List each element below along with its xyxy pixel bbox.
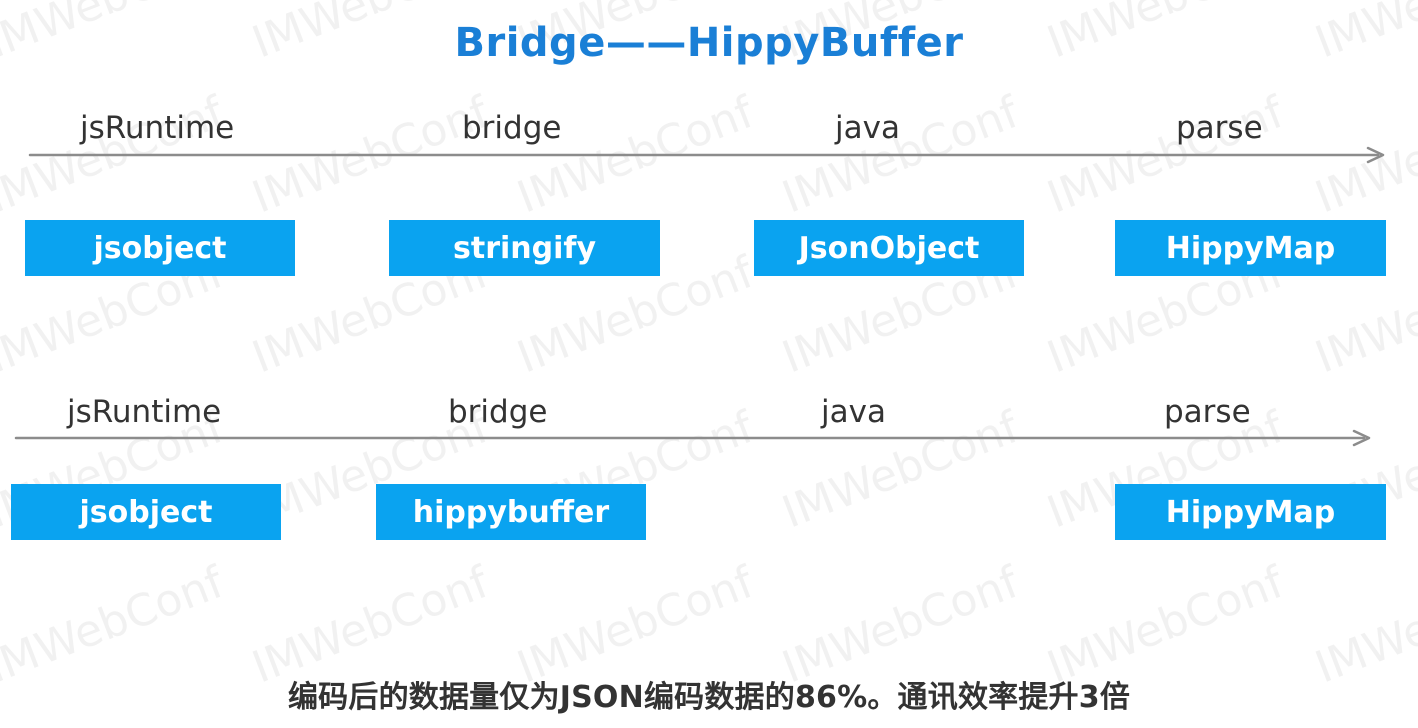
row2-stage-parse-label: parse — [1164, 394, 1251, 430]
row2-hippybuffer-box: hippybuffer — [376, 484, 646, 540]
row2-hippymap-box: HippyMap — [1115, 484, 1386, 540]
row2-jsobject-box: jsobject — [11, 484, 281, 540]
row1-stage-jsruntime-label: jsRuntime — [80, 110, 235, 146]
row1-stage-parse-label: parse — [1176, 110, 1263, 146]
row1-hippymap-box: HippyMap — [1115, 220, 1386, 276]
row1-stage-java-label: java — [835, 110, 900, 146]
row2-stage-bridge-label: bridge — [448, 394, 548, 430]
row1-jsonobject-box: JsonObject — [754, 220, 1024, 276]
row2-stage-jsruntime-label: jsRuntime — [67, 394, 222, 430]
row1-jsobject-box: jsobject — [25, 220, 295, 276]
row2-stage-java-label: java — [821, 394, 886, 430]
page-title: Bridge——HippyBuffer — [454, 20, 964, 66]
footer-summary: 编码后的数据量仅为JSON编码数据的86%。通讯效率提升3倍 — [287, 680, 1131, 715]
row1-stage-bridge-label: bridge — [462, 110, 562, 146]
row1-stringify-box: stringify — [389, 220, 660, 276]
